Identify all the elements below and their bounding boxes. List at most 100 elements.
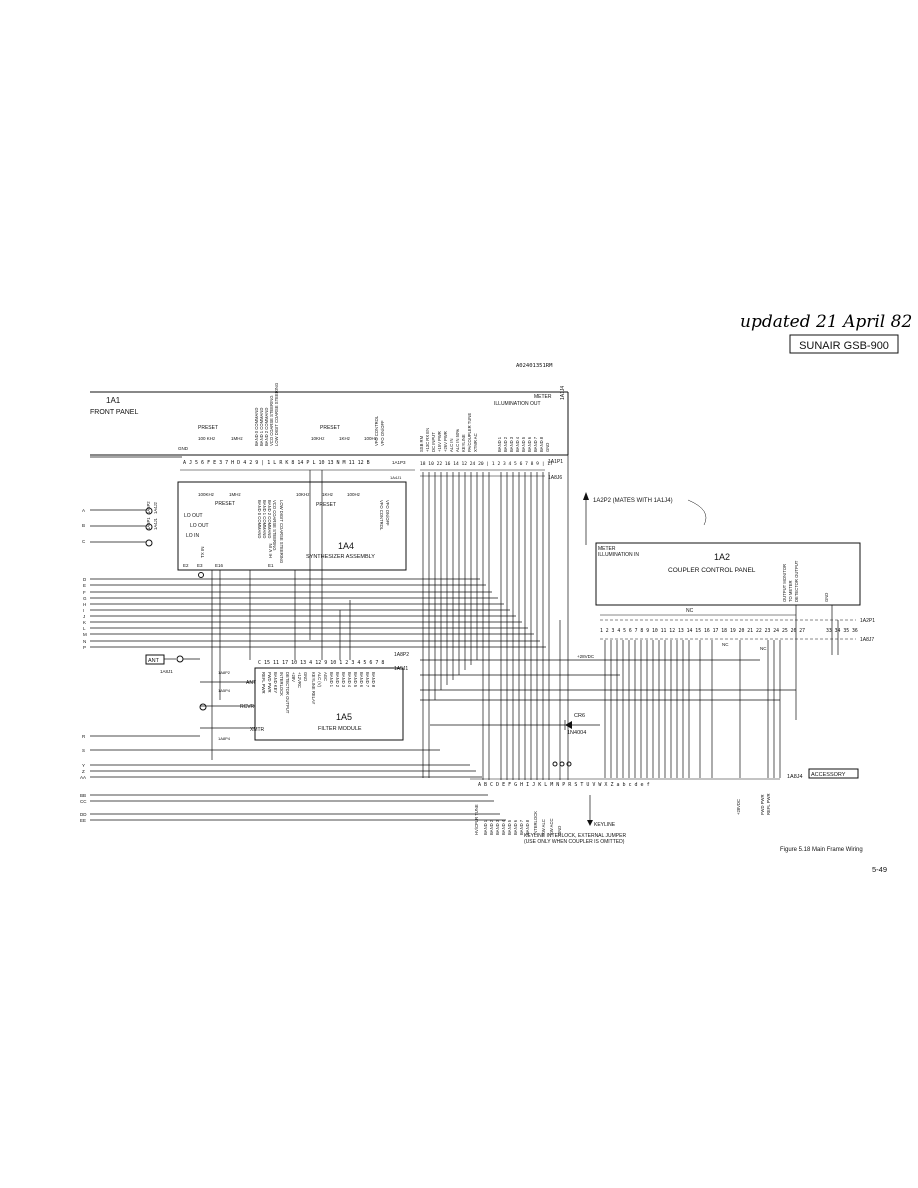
front-panel-title: FRONT PANEL	[90, 409, 138, 416]
coupler-pins-right: 33 34 35 36	[826, 628, 858, 634]
svg-text:+28VDC: +28VDC	[736, 799, 741, 815]
svg-text:+13C RX EN: +13C RX EN	[425, 428, 430, 452]
gnd-label: GND	[178, 446, 189, 451]
svg-text:TO METER: TO METER	[788, 580, 793, 602]
svg-text:BAND 7: BAND 7	[519, 819, 524, 835]
svg-text:P: P	[83, 645, 86, 650]
svg-text:BAND 2 COMMAND: BAND 2 COMMAND	[267, 500, 272, 538]
svg-text:Z: Z	[82, 769, 85, 774]
synth-hi-v: HI V IN	[268, 543, 273, 558]
svg-text:E: E	[83, 583, 86, 588]
synth-e1: E1	[268, 563, 274, 568]
coupler-nc-2: NC	[760, 646, 767, 651]
svg-text:BAND 6: BAND 6	[513, 819, 518, 835]
svg-text:BAND 0 COMMAND: BAND 0 COMMAND	[254, 408, 259, 446]
svg-text:LOW DIGIT COARSE STEERING: LOW DIGIT COARSE STEERING	[274, 383, 279, 446]
rcvr-label: RCVR	[240, 704, 255, 710]
svg-text:F: F	[83, 590, 86, 595]
svg-text:DC INPUT: DC INPUT	[431, 432, 436, 452]
svg-text:OUTPUT MONITOR: OUTPUT MONITOR	[782, 564, 787, 602]
svg-text:BAND 7: BAND 7	[533, 436, 538, 452]
keyline-label: KEYLINE	[594, 822, 616, 828]
svg-text:+12VRC: +12VRC	[297, 672, 302, 688]
svg-text:BAND 0 COMMAND: BAND 0 COMMAND	[257, 500, 262, 538]
filter-jlabel-2: 1A5P4	[218, 688, 231, 693]
model-label: SUNAIR GSB-900	[799, 340, 889, 352]
jumper-note-1: KEYLINE INTERLOCK, EXTERNAL JUMPER	[524, 833, 626, 839]
plug-1a1p1: 1A1P1	[548, 459, 563, 465]
plug-1a1p3: 1A1P3	[392, 460, 406, 465]
synth-e16: E16	[215, 563, 224, 568]
svg-text:BB: BB	[80, 793, 86, 798]
filter-signal-labels: REFL PWR FWD PWR BAND KEY INTERLOCK DETE…	[261, 672, 376, 714]
svg-text:G: G	[83, 596, 87, 601]
svg-text:+28V: +28V	[291, 672, 296, 682]
coupler-nc-top: NC	[686, 608, 694, 614]
svg-text:BAND 6: BAND 6	[359, 672, 364, 688]
coupler-pins: 1 2 3 4 5 6 7 8 9 10 11 12 13 14 15 16 1…	[600, 628, 805, 634]
svg-text:GND: GND	[303, 672, 308, 681]
svg-text:D: D	[83, 577, 87, 582]
svg-text:R: R	[82, 734, 86, 739]
svg-text:BAND 8: BAND 8	[539, 436, 544, 452]
freq-100khz: 100 KHz	[198, 436, 216, 441]
svg-text:INTERLOCK: INTERLOCK	[533, 811, 538, 835]
ant-label: ANT	[148, 658, 160, 664]
svg-text:CC: CC	[80, 799, 87, 804]
svg-text:BAND 5: BAND 5	[353, 672, 358, 688]
svg-text:BAND 1: BAND 1	[497, 436, 502, 452]
filter-jlabel-3: 1A8P4	[218, 736, 231, 741]
svg-text:+26V PWR: +26V PWR	[443, 431, 448, 452]
figure-caption: Figure 5.18 Main Frame Wiring	[780, 847, 863, 853]
synth-lo-in: LO IN	[186, 533, 199, 539]
svg-text:VFO ON/OFF: VFO ON/OFF	[385, 500, 390, 526]
filter-jlabel-1: 1A8P2	[218, 670, 231, 675]
jack-1a5p1: 1A5P1	[146, 517, 151, 530]
accessory-box	[808, 768, 859, 779]
svg-text:DETECTOR OUTPUT: DETECTOR OUTPUT	[794, 560, 799, 602]
svg-text:XTMR AC: XTMR AC	[473, 433, 478, 452]
svg-text:INTERLOCK: INTERLOCK	[279, 672, 284, 696]
plug-1a8j7: 1A8J7	[860, 637, 874, 643]
svg-text:BAND 5: BAND 5	[507, 819, 512, 835]
jack-1a5p2: 1A5P2	[146, 501, 151, 514]
svg-text:KEYLINE RELAY: KEYLINE RELAY	[311, 672, 316, 704]
accessory-pin-row: A B C D E F G H I J K L M N P R S T U V …	[478, 782, 650, 788]
svg-text:J: J	[83, 614, 85, 619]
svg-text:REFL PWR: REFL PWR	[766, 794, 771, 815]
svg-text:BAND 3: BAND 3	[509, 436, 514, 452]
freq-10khz: 10KHz	[311, 436, 325, 441]
svg-text:BAND 6: BAND 6	[527, 436, 532, 452]
illumination-out-label: ILLUMINATION OUT	[494, 401, 541, 407]
front-panel-id: 1A1	[106, 396, 121, 405]
svg-text:Y: Y	[82, 763, 85, 768]
accessory-signal-labels: HV/CPLR TUNE BAND 1 BAND 2 BAND 3 BAND 4…	[474, 794, 771, 835]
svg-text:BAND 8: BAND 8	[525, 819, 530, 835]
svg-text:DETECTOR OUTPUT: DETECTOR OUTPUT	[285, 672, 290, 714]
svg-text:K: K	[83, 620, 86, 625]
svg-text:KEYLINE: KEYLINE	[461, 434, 466, 452]
synth-freq-10khz: 10KHz	[296, 492, 310, 497]
synth-freq-100khz: 100KHz	[198, 492, 215, 497]
preset-label-top-2: PRESET	[320, 425, 340, 431]
svg-text:VFO CONTROL: VFO CONTROL	[379, 500, 384, 531]
accessory-label: ACCESSORY	[811, 772, 846, 778]
synth-id: 1A4	[338, 541, 354, 551]
svg-text:BAND 1 COMMAND: BAND 1 COMMAND	[262, 500, 267, 538]
jumper-note-2: (USE ONLY WHEN COUPLER IS OMITTED)	[524, 839, 625, 845]
synth-freq-1khz: 1KHz	[322, 492, 334, 497]
svg-text:BAND 3: BAND 3	[495, 819, 500, 835]
plug-1a8j6: 1A8J6	[548, 475, 562, 481]
svg-text:BAND 1: BAND 1	[483, 819, 488, 835]
svg-text:ALC IN: ALC IN	[449, 439, 454, 453]
model-box	[789, 334, 899, 354]
freq-1khz: 1KHz	[339, 436, 351, 441]
svg-text:GND: GND	[824, 593, 829, 602]
meter-label: METER	[534, 394, 552, 400]
plug-1a1j4: 1A1J4	[560, 386, 566, 400]
coupler-title: COUPLER CONTROL PANEL	[668, 567, 756, 574]
preset-label-top: PRESET	[198, 425, 218, 431]
filter-title: FILTER MODULE	[318, 726, 362, 732]
svg-text:VCO COARSE STEERING: VCO COARSE STEERING	[272, 500, 277, 551]
